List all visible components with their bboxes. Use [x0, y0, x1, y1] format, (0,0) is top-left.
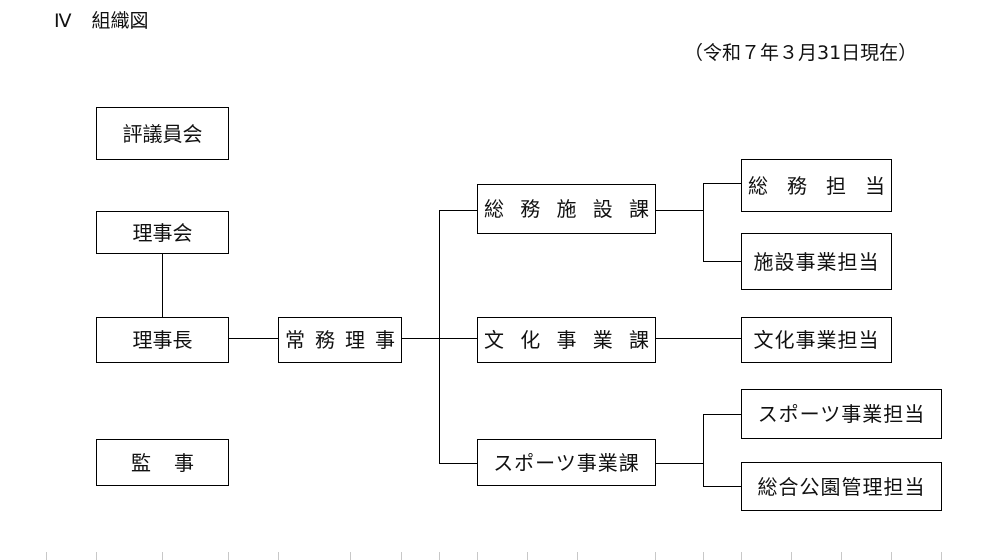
- council-label: 評議員会: [122, 121, 203, 146]
- connector-trunk: [439, 210, 440, 463]
- sports-project-label: スポーツ事業担当: [757, 402, 926, 426]
- connector-trunk-culture: [439, 338, 478, 339]
- park-management-label: 総合公園管理担当: [757, 474, 926, 499]
- ruler-tick: [278, 552, 279, 560]
- section-char: 事: [556, 328, 577, 352]
- team-char: 総: [748, 173, 768, 198]
- section-title: 組織図: [91, 10, 149, 32]
- ruler-tick: [791, 552, 792, 560]
- ruler-tick: [46, 552, 47, 560]
- section-char: 施: [556, 197, 577, 221]
- section-char: 課: [629, 328, 649, 352]
- managing-char: 理: [345, 328, 365, 352]
- sports-project-team-box: スポーツ事業担当: [741, 389, 942, 439]
- auditor-char: 監: [131, 450, 151, 475]
- ruler-tick: [703, 552, 704, 560]
- connector-sports-branch: [655, 463, 704, 464]
- culture-project-label: 文化事業担当: [753, 328, 880, 352]
- ruler-tick: [941, 552, 942, 560]
- connector-chairman-managing: [228, 338, 279, 339]
- connector-sports-vertical: [703, 414, 704, 487]
- ruler-tick: [228, 552, 229, 560]
- managing-char: 常: [285, 328, 305, 352]
- board-label: 理事会: [132, 220, 193, 245]
- ruler-tick: [891, 552, 892, 560]
- board-box: 理事会: [96, 211, 229, 254]
- page-heading: Ⅳ 組織図: [54, 6, 149, 33]
- ruler-tick: [162, 552, 163, 560]
- ruler-tick: [577, 552, 578, 560]
- section-char: 業: [592, 328, 613, 352]
- ruler-tick: [96, 552, 97, 560]
- connector-general-team2: [703, 261, 742, 262]
- page-ruler: [0, 552, 992, 560]
- ruler-tick: [401, 552, 402, 560]
- ruler-tick: [527, 552, 528, 560]
- section-char: 設: [592, 197, 613, 221]
- facility-project-team-box: 施設事業担当: [741, 233, 892, 290]
- ruler-tick: [741, 552, 742, 560]
- team-char: 務: [787, 173, 807, 198]
- ruler-tick: [350, 552, 351, 560]
- auditor-box: 監 事: [96, 439, 229, 486]
- culture-section-box: 文 化 事 業 課: [477, 317, 656, 363]
- culture-project-team-box: 文化事業担当: [741, 317, 892, 363]
- ruler-tick: [477, 552, 478, 560]
- section-char: 総: [484, 197, 504, 221]
- connector-board-chairman: [162, 253, 163, 318]
- section-char: 課: [629, 197, 649, 221]
- council-box: 評議員会: [96, 107, 229, 160]
- managing-char: 事: [375, 328, 395, 352]
- auditor-char: 事: [174, 450, 194, 475]
- section-char: 文: [484, 328, 504, 352]
- managing-char: 務: [315, 328, 335, 352]
- ruler-tick: [655, 552, 656, 560]
- section-char: 化: [520, 328, 541, 352]
- ruler-tick: [439, 552, 440, 560]
- connector-sports-team1: [703, 414, 742, 415]
- as-of-date: （令和７年３月31日現在）: [684, 42, 918, 64]
- sports-section-label: スポーツ事業課: [493, 450, 640, 475]
- team-char: 担: [826, 173, 846, 198]
- section-number: Ⅳ: [54, 10, 72, 32]
- connector-sports-team2: [703, 486, 742, 487]
- facility-project-label: 施設事業担当: [753, 249, 880, 274]
- connector-trunk-general: [439, 210, 478, 211]
- managing-director-box: 常 務 理 事: [278, 317, 402, 363]
- connector-trunk-sports: [439, 463, 478, 464]
- connector-culture-team: [655, 338, 742, 339]
- sports-section-box: スポーツ事業課: [477, 439, 656, 486]
- connector-general-vertical: [703, 183, 704, 262]
- connector-general-team1: [703, 183, 742, 184]
- general-affairs-section-box: 総 務 施 設 課: [477, 184, 656, 234]
- chairman-box: 理事長: [96, 317, 229, 363]
- chairman-label: 理事長: [132, 328, 193, 352]
- team-char: 当: [865, 173, 885, 198]
- general-affairs-team-box: 総 務 担 当: [741, 159, 892, 212]
- section-char: 務: [520, 197, 541, 221]
- connector-general-branch: [655, 210, 704, 211]
- park-management-team-box: 総合公園管理担当: [741, 462, 942, 511]
- ruler-tick: [841, 552, 842, 560]
- connector-managing-trunk: [401, 338, 440, 339]
